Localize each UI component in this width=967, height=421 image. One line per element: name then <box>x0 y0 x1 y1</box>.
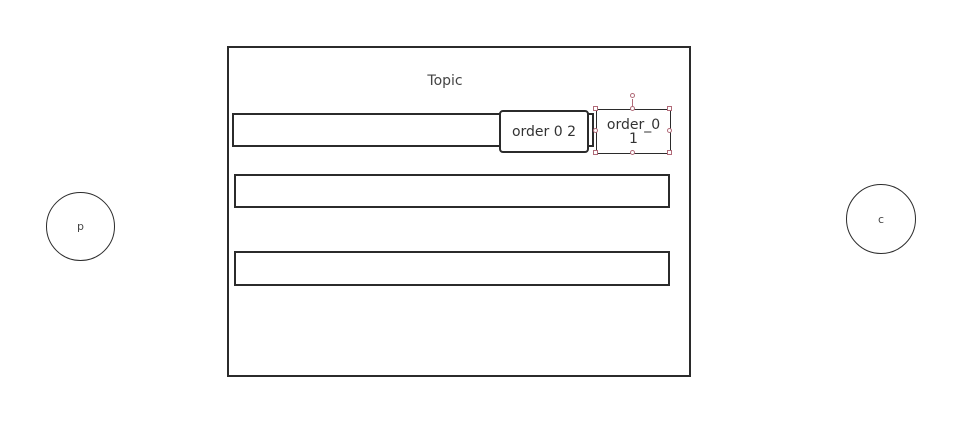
resize-handle-bottom-left[interactable] <box>593 150 598 155</box>
producer-label: p <box>77 220 84 233</box>
resize-handle-top[interactable] <box>630 106 635 111</box>
queue-3[interactable] <box>234 251 670 286</box>
message-order-01-label: order_0 1 <box>606 116 661 147</box>
resize-handle-left[interactable] <box>593 128 598 133</box>
topic-container[interactable] <box>227 46 691 377</box>
message-order-01[interactable]: order_0 1 <box>596 109 671 154</box>
topic-label: Topic <box>427 73 463 89</box>
producer-node[interactable]: p <box>46 192 115 261</box>
resize-handle-bottom-right[interactable] <box>667 150 672 155</box>
resize-handle-right[interactable] <box>667 128 672 133</box>
rotation-handle[interactable] <box>630 93 635 98</box>
rotation-handle-stem <box>632 99 633 109</box>
consumer-node[interactable]: c <box>846 184 916 254</box>
resize-handle-bottom[interactable] <box>630 150 635 155</box>
resize-handle-top-left[interactable] <box>593 106 598 111</box>
queue-2[interactable] <box>234 174 670 208</box>
message-order-02[interactable]: order 0 2 <box>499 110 589 153</box>
consumer-label: c <box>877 212 885 226</box>
resize-handle-top-right[interactable] <box>667 106 672 111</box>
message-order-02-label: order 0 2 <box>511 123 577 140</box>
